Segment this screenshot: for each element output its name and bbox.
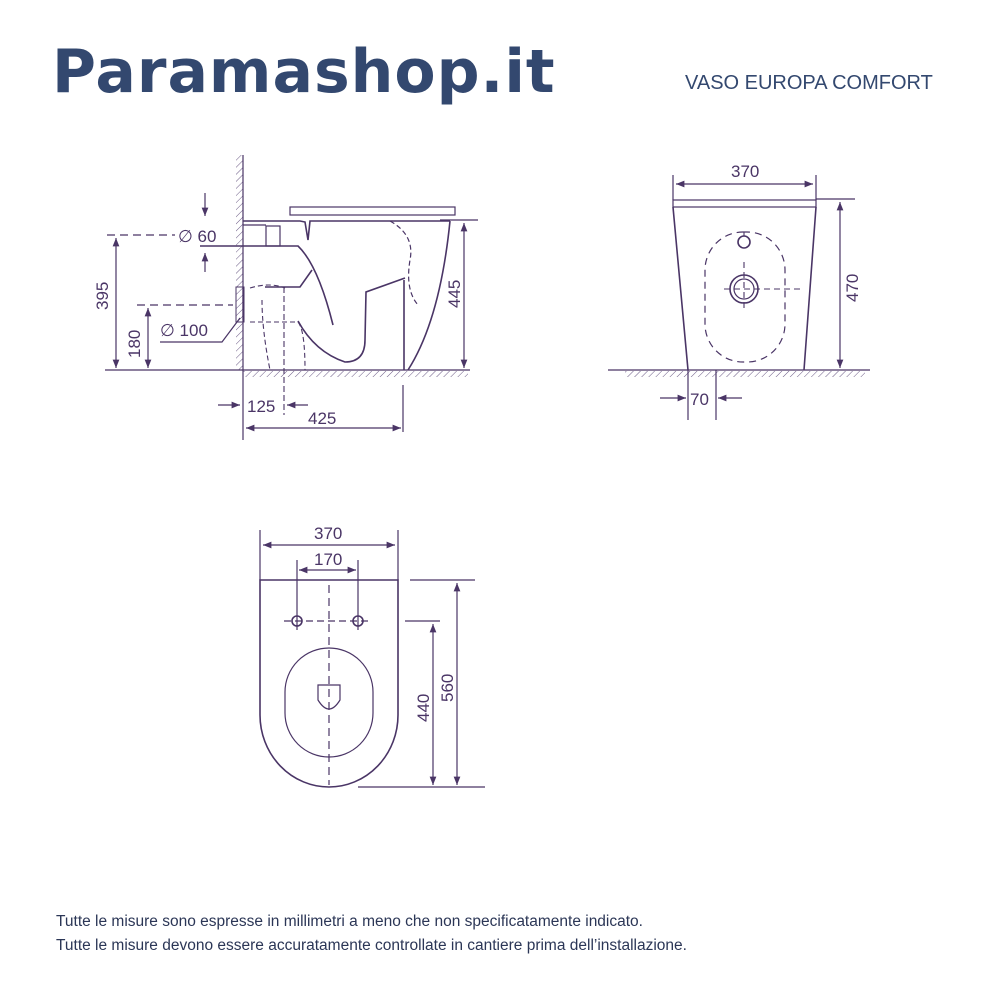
inlet-diameter-label: ∅ 60 bbox=[178, 227, 216, 246]
rear-view bbox=[608, 175, 870, 420]
outlet-height-label: 180 bbox=[125, 330, 144, 358]
foot-offset-label: 70 bbox=[690, 390, 709, 409]
fixing-to-front-label: 440 bbox=[414, 694, 433, 722]
outlet-diameter-label: ∅ 100 bbox=[160, 321, 208, 340]
outlet-distance-label: 125 bbox=[247, 397, 275, 416]
note-line: Tutte le misure sono espresse in millime… bbox=[56, 913, 643, 930]
logo: Paramashop.it bbox=[52, 37, 556, 107]
side-view bbox=[105, 155, 478, 440]
top-width-label: 370 bbox=[314, 524, 342, 543]
overall-height-label: 445 bbox=[445, 280, 464, 308]
depth-label: 425 bbox=[308, 409, 336, 428]
product-title: VASO EUROPA COMFORT bbox=[685, 72, 933, 94]
top-view bbox=[259, 530, 485, 788]
rear-width-label: 370 bbox=[731, 162, 759, 181]
rear-height-label: 470 bbox=[843, 274, 862, 302]
inlet-height-label: 395 bbox=[93, 282, 112, 310]
fixing-distance-label: 170 bbox=[314, 550, 342, 569]
note-line: Tutte le misure devono essere accuratame… bbox=[56, 937, 687, 954]
footer-notes: Tutte le misure sono espresse in millime… bbox=[56, 910, 687, 958]
length-label: 560 bbox=[438, 674, 457, 702]
